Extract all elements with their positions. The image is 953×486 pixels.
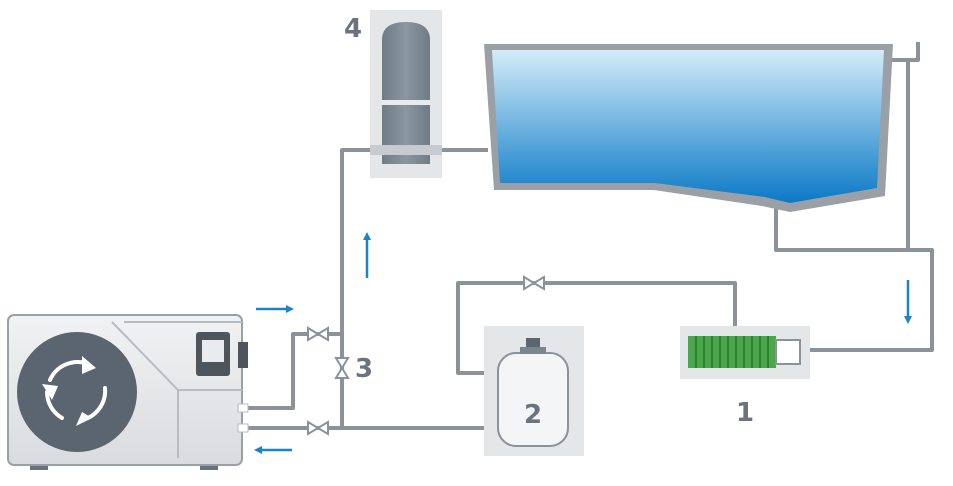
pool — [484, 44, 893, 212]
control-panel-screen — [202, 340, 224, 362]
heat-pump-outlet-top — [237, 403, 249, 413]
valve-heat-pump-out-b — [316, 326, 329, 342]
pipe-pool-skimmer — [890, 58, 910, 250]
chlorinator: 4 — [344, 10, 442, 178]
filter-ribs — [695, 336, 769, 368]
pipe-pool-top — [908, 42, 920, 62]
pipe-filter-loop — [456, 281, 737, 375]
heat-pump-panel-lines — [111, 321, 242, 458]
filter: 1 — [680, 326, 810, 428]
arrow-icon — [254, 232, 912, 454]
filter-number: 1 — [736, 398, 754, 428]
valve-return — [307, 420, 320, 436]
heat-pump-outlet-bottom — [237, 423, 249, 433]
chlorinator-connector — [370, 145, 442, 155]
valve-heat-pump-out — [307, 326, 320, 342]
circular-arrows-heads — [42, 356, 96, 426]
filter-cap — [775, 339, 801, 365]
heater-tank: 2 — [484, 326, 584, 456]
valve-filter-loop-b — [532, 275, 545, 291]
filter-body — [688, 336, 776, 368]
valve-bypass-b — [334, 366, 350, 379]
pipe-network — [244, 42, 934, 430]
pipe-heat-pump-out — [244, 332, 342, 410]
chlorinator-number: 4 — [344, 14, 362, 44]
chlorinator-band — [382, 100, 430, 105]
valve-bypass — [334, 357, 350, 370]
heater-tank-number: 2 — [524, 400, 542, 430]
heater-tank-cap — [520, 347, 546, 354]
chlorinator-tank — [382, 22, 430, 164]
heat-pump-side-box — [238, 342, 248, 368]
heat-pump — [7, 314, 249, 470]
valve-return-b — [316, 420, 329, 436]
heat-pump-fan — [17, 332, 137, 452]
pipe-pool-outlet — [774, 205, 934, 352]
bypass-valve-number: 3 — [355, 354, 373, 384]
pipe-riser — [340, 148, 378, 428]
pool-water — [492, 50, 884, 203]
valve-icon — [307, 275, 545, 436]
valve-filter-loop — [523, 275, 536, 291]
